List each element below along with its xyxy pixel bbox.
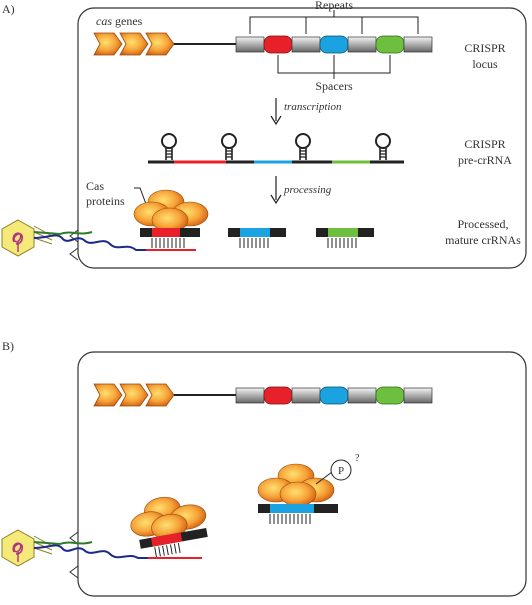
repeats-label: Repeats bbox=[315, 0, 353, 12]
phage-b bbox=[1, 529, 148, 579]
cell-outline-a bbox=[77, 7, 527, 269]
crispr-locus-label-2: locus bbox=[472, 57, 498, 71]
repeats-bracket bbox=[249, 10, 419, 34]
cas-complex-red-b bbox=[128, 494, 209, 558]
cas-complex-a bbox=[133, 189, 209, 251]
cas-proteins-label-1: Cas bbox=[86, 179, 104, 193]
crispr-locus-label-1: CRISPR bbox=[464, 41, 505, 55]
cas-complex-blue-b bbox=[257, 463, 338, 524]
mature-crrna-blue bbox=[228, 228, 286, 248]
cas-gene-cluster-b bbox=[93, 383, 175, 407]
processing-label: processing bbox=[283, 184, 332, 196]
panel-a-label: A) bbox=[2, 2, 15, 16]
question-mark: ? bbox=[355, 453, 360, 464]
phosphate-label: P bbox=[338, 465, 344, 477]
phage-a bbox=[1, 219, 146, 261]
cas-proteins-pointer bbox=[134, 187, 147, 205]
pre-crrna bbox=[148, 133, 404, 164]
pre-crrna-label-1: CRISPR bbox=[464, 137, 505, 151]
processing-arrow bbox=[270, 176, 282, 205]
processed-label-2: mature crRNAs bbox=[445, 233, 521, 247]
cas-gene-cluster-a bbox=[93, 32, 175, 56]
phosphate-circle bbox=[330, 459, 352, 481]
cell-outline-b bbox=[77, 351, 527, 597]
spacers-bracket bbox=[277, 55, 391, 79]
transcription-label: transcription bbox=[284, 101, 342, 113]
spacers-label: Spacers bbox=[315, 79, 353, 93]
cas-proteins-label-2: proteins bbox=[86, 194, 125, 208]
processed-label-1: Processed, bbox=[458, 217, 509, 231]
crispr-array-b bbox=[235, 386, 433, 405]
cas-genes-label: cas genes bbox=[96, 14, 143, 28]
transcription-arrow bbox=[270, 98, 282, 126]
mature-crrna-green bbox=[316, 228, 374, 248]
panel-b-label: B) bbox=[2, 339, 14, 353]
pre-crrna-label-2: pre-crRNA bbox=[458, 153, 512, 167]
crispr-array-a bbox=[235, 35, 433, 54]
